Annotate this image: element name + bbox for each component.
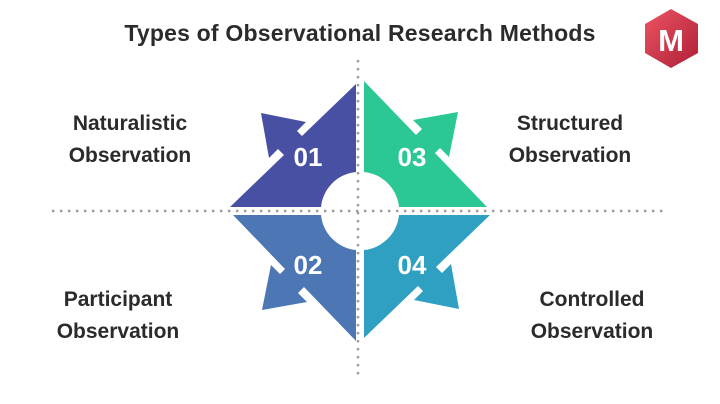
label-controlled-line2: Observation bbox=[530, 320, 654, 343]
brand-logo: M bbox=[645, 9, 698, 68]
label-participant: Participant Observation bbox=[18, 284, 218, 348]
logo-hexagon-icon bbox=[645, 9, 698, 68]
label-controlled-line1: Controlled bbox=[539, 288, 645, 311]
number-structured: 03 bbox=[398, 142, 427, 172]
logo-letter: M bbox=[658, 23, 684, 58]
label-controlled: Controlled Observation bbox=[492, 284, 692, 348]
page-title: Types of Observational Research Methods bbox=[124, 20, 596, 46]
number-naturalistic: 01 bbox=[294, 142, 323, 172]
label-naturalistic: Naturalistic Observation bbox=[30, 108, 230, 172]
label-naturalistic-line2: Observation bbox=[68, 144, 192, 167]
label-participant-line2: Observation bbox=[56, 320, 180, 343]
label-naturalistic-line1: Naturalistic bbox=[72, 112, 188, 135]
label-participant-line1: Participant bbox=[63, 288, 173, 311]
label-structured-line1: Structured bbox=[516, 112, 624, 135]
number-controlled: 04 bbox=[398, 250, 427, 280]
label-structured-line2: Observation bbox=[508, 144, 632, 167]
arrow-controlled bbox=[364, 215, 490, 338]
number-participant: 02 bbox=[294, 250, 323, 280]
label-structured: Structured Observation bbox=[470, 108, 670, 172]
